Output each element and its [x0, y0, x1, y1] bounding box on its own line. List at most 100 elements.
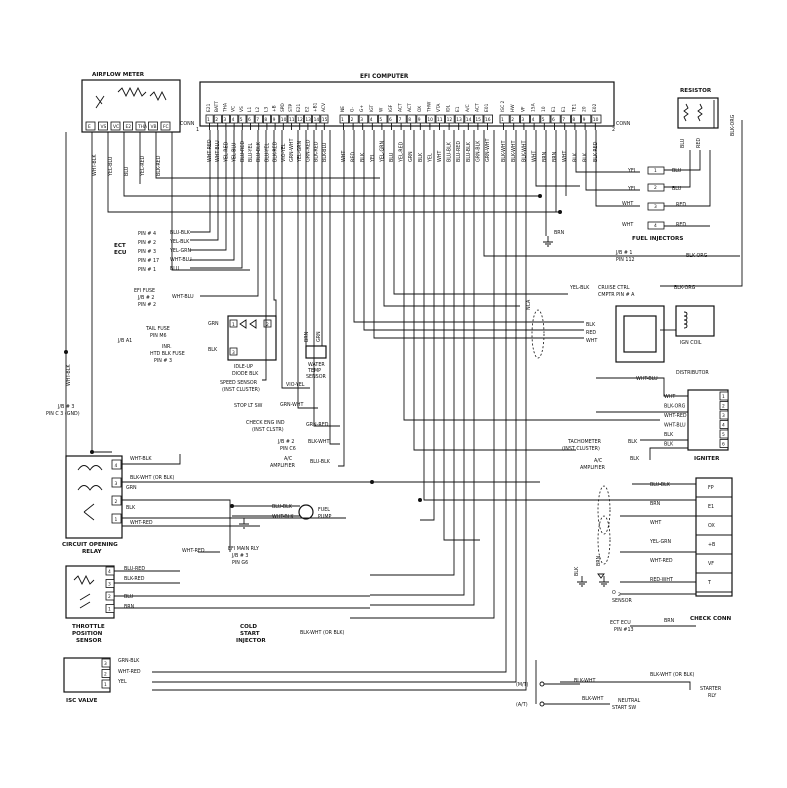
wire-segment — [350, 130, 495, 619]
efi-main-line3: PIN G6 — [232, 560, 248, 566]
ecu-pin-signal: ACT — [474, 103, 480, 112]
water-temp-line1: WATER — [308, 362, 325, 368]
idle-up-diode-block — [227, 315, 277, 361]
ecu-pin-wire: BRN — [552, 151, 558, 162]
wire-segment — [383, 130, 520, 307]
fuel-pump-wire-2: WHT-BLK — [272, 514, 294, 520]
wire-segment — [483, 130, 740, 257]
airflow-meter-body — [81, 79, 181, 133]
jb-a1-label: J/B A1 — [117, 338, 132, 344]
ecu-pin-wire: YEL-BLU — [232, 142, 238, 163]
fuel-pump-wire-1: BLU-BLK — [272, 504, 293, 510]
idle-up-pin-num-1: 1 — [232, 322, 235, 328]
ecu-pin-row: 1E21WHT-RED2BATTWHT-BLU3THAYEL-RED4VCYEL… — [205, 100, 602, 163]
igniter-pin-box — [719, 439, 729, 448]
ecu-pin-signal: VC — [231, 106, 237, 112]
o2-sensor-symbol — [597, 573, 605, 579]
wire-segment — [313, 130, 340, 427]
htd-pin: PIN # 3 — [154, 358, 172, 364]
water-temp-body — [305, 345, 327, 359]
neutral-mt: (M/T) — [516, 682, 529, 688]
ecu-pin-box — [550, 114, 561, 124]
igniter-pin-number: 3 — [722, 413, 725, 419]
afm-pin-box — [160, 121, 171, 131]
cor-pin-box — [111, 459, 122, 470]
check-conn-wire-label: BRN — [650, 501, 661, 507]
wire-segment — [649, 447, 688, 460]
wire-segment — [585, 130, 640, 191]
starter-line2: RLY — [708, 693, 716, 699]
junction-dot — [558, 210, 562, 214]
wire-segment — [281, 130, 310, 389]
starter-relay: BLK-WHT (OR BLK) STARTER RLY — [650, 672, 722, 699]
inj-wire-wht-1: WHT — [622, 201, 633, 207]
o2-wire-brn: BRN — [596, 555, 602, 566]
check-conn-pin-label: T — [707, 580, 711, 586]
ecu-pin-wire: YEL — [427, 153, 433, 163]
ecu-pin-number: 3 — [223, 117, 226, 123]
isc-pin-number: 2 — [104, 672, 107, 678]
resistor-title: RESISTOR — [680, 88, 712, 94]
ecu-pin-box — [581, 114, 592, 124]
ecu-pin-number: 11 — [437, 117, 443, 123]
inj-wire-blu-1: BLU — [672, 168, 682, 174]
htd-label-1: INR. — [162, 344, 172, 350]
ecu-pin-wire: BLU-BLK — [466, 141, 472, 162]
wire-segment — [155, 132, 380, 179]
ecu-pin-wire: BLU-RED — [456, 141, 462, 162]
ecu-pin-wire: YEL — [370, 153, 376, 163]
wire-segment — [152, 130, 517, 683]
neutral-contact-at — [539, 701, 545, 707]
shield-symbol — [597, 485, 611, 535]
inj-wire-red-2: RED — [676, 222, 686, 228]
ecu-pin-number: 1 — [207, 117, 210, 123]
isc-pin-number: 3 — [104, 661, 107, 667]
ground-icon — [543, 236, 553, 247]
ecu-pin-signal: 20 — [582, 106, 588, 112]
afm-pin-label: E2 — [126, 124, 132, 130]
wire-segment — [338, 130, 345, 467]
nca-label: NCA — [526, 299, 532, 310]
ecu-pin-number: 15 — [322, 117, 328, 123]
ecu-pin-number: 3 — [521, 117, 524, 123]
tps-wire-1: BLU-RED — [124, 566, 145, 572]
diode-symbol-1 — [239, 319, 247, 329]
jb1-line1: J/B # 1 — [615, 250, 632, 256]
jb2c6-line1: J/B # 2 — [277, 439, 294, 445]
afm-pin-label: E — [88, 124, 91, 130]
igniter-pin-number: 6 — [722, 442, 725, 448]
o2-sub: 2 — [618, 592, 621, 598]
ecu-pin-number: 4 — [370, 117, 373, 123]
ecu-pin-wire: WHT — [562, 151, 568, 162]
ecu-pin-signal: L1 — [247, 107, 253, 112]
airflow-meter-title: AIRFLOW METER — [92, 72, 145, 78]
idle-up-pin-2 — [263, 319, 272, 328]
ecu-pin-box — [377, 114, 388, 124]
ecu-pin-wire: WHT — [532, 151, 538, 162]
wire-segment — [596, 377, 688, 397]
isc-pin-number: 1 — [104, 682, 107, 688]
igniter-pin-box — [719, 391, 729, 401]
ecu-pin-number: 5 — [240, 117, 243, 123]
ecu-pin-signal: IGT — [369, 104, 375, 112]
igniter-wire-label: BLK — [664, 442, 674, 448]
ecu-pin-number: 10 — [281, 117, 287, 123]
ecu-pin-number: 13 — [305, 117, 311, 123]
fuel-pump-switch-symbol — [95, 95, 105, 109]
ecu-pin-signal: BATT — [214, 101, 220, 112]
isc-title: ISC VALVE — [66, 698, 98, 704]
tps-pin-number: 4 — [108, 569, 111, 575]
speed-sensor-line1: SPEED SENSOR — [220, 380, 258, 386]
afm-pin-label: VS — [101, 124, 107, 130]
shield-symbol — [597, 515, 611, 565]
ground-icon — [599, 576, 609, 587]
junction-dot — [90, 450, 94, 454]
ecu-pin-wire: VIO-YEL — [281, 143, 287, 162]
ect-pin-label: PIN # 4 — [138, 231, 156, 237]
afm-wire-label: YEL-RED — [140, 155, 146, 177]
tach-line2: (INST CLUSTER) — [562, 446, 600, 452]
ecu-pin-number: 7 — [256, 117, 259, 123]
